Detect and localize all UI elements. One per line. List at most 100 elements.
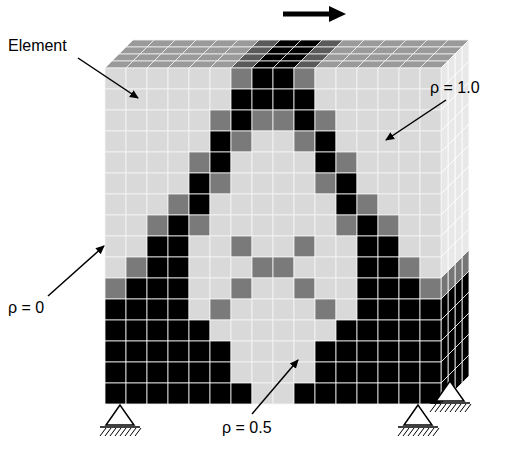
front-face-element [399, 152, 420, 173]
ground-line [100, 426, 140, 428]
front-face-element [252, 257, 273, 278]
front-face-element [336, 299, 357, 320]
front-face-element [357, 236, 378, 257]
front-face-element [105, 341, 126, 362]
callout-label: ρ = 1.0 [430, 78, 480, 97]
front-face-element [231, 110, 252, 131]
ground-hatch [105, 428, 111, 436]
support-triangle [106, 405, 134, 425]
front-face-element [105, 320, 126, 341]
front-face-element [126, 341, 147, 362]
front-face-element [105, 236, 126, 257]
front-face-element [378, 68, 399, 89]
front-face-element [294, 110, 315, 131]
front-face-element [210, 341, 231, 362]
front-face-element [126, 236, 147, 257]
front-face-element [357, 152, 378, 173]
front-face-element [294, 383, 315, 404]
front-face-element [336, 194, 357, 215]
ground-hatch [430, 404, 436, 412]
front-face-element [126, 152, 147, 173]
front-face-element [315, 89, 336, 110]
front-face-element [315, 320, 336, 341]
front-face-element [357, 278, 378, 299]
front-face-element [126, 362, 147, 383]
front-face-element [294, 320, 315, 341]
front-face-element [231, 341, 252, 362]
front-face-element [336, 320, 357, 341]
front-face-element [315, 278, 336, 299]
front-face-element [189, 341, 210, 362]
front-face-element [273, 194, 294, 215]
front-face-element [252, 215, 273, 236]
front-face-element [420, 194, 441, 215]
front-face-element [210, 131, 231, 152]
front-face-element [210, 152, 231, 173]
front-face-element [252, 320, 273, 341]
front-face-element [315, 131, 336, 152]
front-face-element [273, 68, 294, 89]
ground-hatch [418, 428, 424, 436]
front-face-element [294, 89, 315, 110]
front-face-element [315, 383, 336, 404]
front-face-element [147, 383, 168, 404]
front-face-element [126, 257, 147, 278]
front-face-element [168, 68, 189, 89]
front-face-element [420, 362, 441, 383]
front-face-element [210, 89, 231, 110]
support-triangle [404, 405, 432, 425]
callout-label: ρ = 0.5 [222, 418, 272, 437]
front-face-element [210, 278, 231, 299]
ground-hatch [433, 428, 439, 436]
front-face-element [378, 236, 399, 257]
front-face-element [231, 257, 252, 278]
front-face-element [273, 257, 294, 278]
ground-line [398, 426, 438, 428]
front-face-element [315, 236, 336, 257]
front-face-element [294, 362, 315, 383]
front-face-element [294, 152, 315, 173]
front-face-element [336, 215, 357, 236]
front-face-element [189, 194, 210, 215]
front-face-element [273, 341, 294, 362]
front-face-element [210, 194, 231, 215]
front-face-element [273, 362, 294, 383]
front-face-element [273, 215, 294, 236]
front-face-element [231, 299, 252, 320]
load-arrow-shaft [283, 12, 330, 17]
front-face-element [336, 89, 357, 110]
front-face-element [336, 383, 357, 404]
ground-hatch [450, 404, 456, 412]
front-face-element [336, 257, 357, 278]
front-face-element [357, 131, 378, 152]
front-face-element [105, 215, 126, 236]
front-face-element [126, 383, 147, 404]
front-face-element [189, 89, 210, 110]
front-face-element [399, 257, 420, 278]
front-face-element [189, 362, 210, 383]
load-arrow [283, 6, 346, 22]
front-face-element [210, 299, 231, 320]
front-face-element [210, 236, 231, 257]
front-face-element [399, 68, 420, 89]
front-face-element [315, 173, 336, 194]
ground-hatch [125, 428, 131, 436]
front-face-element [273, 131, 294, 152]
front-face-element [105, 257, 126, 278]
front-face-element [126, 173, 147, 194]
front-face-element [315, 152, 336, 173]
front-face-element [294, 236, 315, 257]
callout-label: ρ = 0 [8, 298, 44, 317]
front-face-element [357, 89, 378, 110]
front-face-element [147, 173, 168, 194]
front-face-element [294, 173, 315, 194]
front-face-element [189, 152, 210, 173]
front-face-element [399, 173, 420, 194]
ground-hatch [408, 428, 414, 436]
front-face-element [357, 362, 378, 383]
front-face-element [168, 131, 189, 152]
front-face-element [420, 299, 441, 320]
front-face-element [357, 215, 378, 236]
front-face-element [252, 194, 273, 215]
front-face-element [168, 383, 189, 404]
